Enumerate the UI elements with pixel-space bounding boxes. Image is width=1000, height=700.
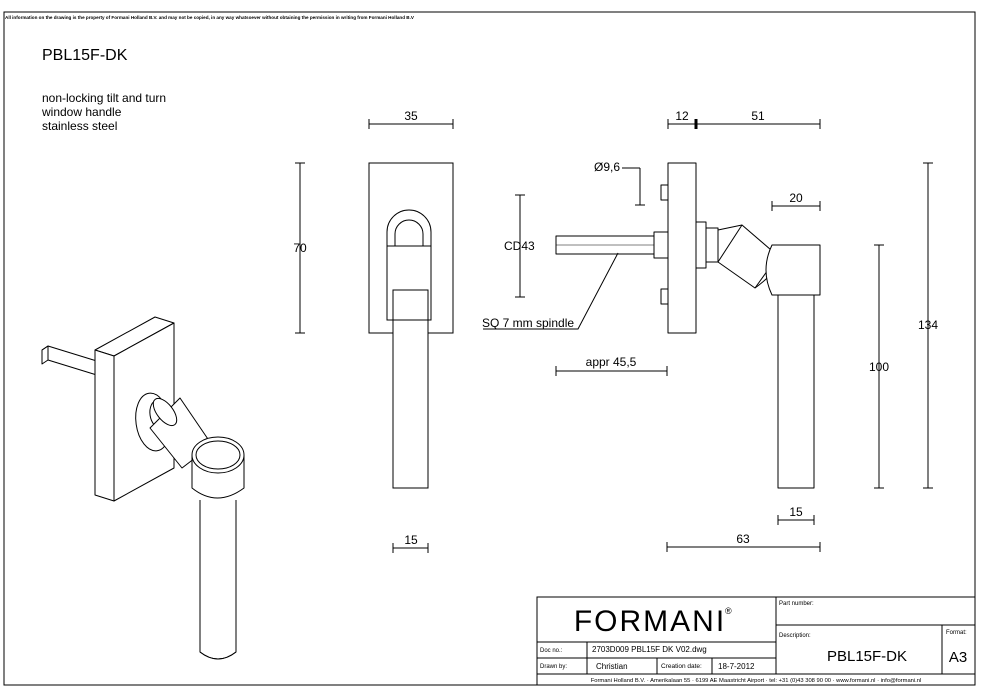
dim-front-lever-width: 15 (404, 533, 418, 547)
company-footer: Formani Holland B.V. · Amerikalaan 55 · … (591, 678, 922, 684)
drawn-by-label: Drawn by: (540, 664, 567, 670)
copyright-notice: All information on the drawing is the pr… (5, 15, 414, 20)
product-description: non-locking tilt and turn window handle … (42, 91, 166, 133)
dim-fixing-centers: CD43 (504, 239, 535, 253)
format-label: Format: (946, 630, 967, 636)
side-view-dimensions (483, 119, 933, 552)
isometric-view (41, 316, 245, 660)
dim-lever-length: 100 (869, 360, 889, 374)
drawing-border (3, 11, 976, 686)
description-value: PBL15F-DK (827, 648, 907, 665)
creation-date-label: Creation date: (661, 663, 702, 670)
label-spindle: SQ 7 mm spindle (482, 316, 574, 330)
logo-registered-mark: ® (725, 606, 732, 616)
format-value: A3 (949, 649, 967, 666)
dim-overall-height: 134 (918, 318, 938, 332)
part-number-label: Part number: (779, 601, 814, 607)
dim-hole-diameter: Ø9,6 (594, 160, 620, 174)
title-block (536, 596, 976, 686)
dim-front-width: 35 (404, 109, 418, 123)
doc-no-label: Doc no.: (540, 648, 563, 654)
product-code: PBL15F-DK (42, 47, 128, 64)
dim-side-projection: 51 (751, 109, 765, 123)
description-label: Description: (779, 633, 811, 639)
creation-date-value: 18-7-2012 (718, 662, 755, 671)
dim-front-height: 70 (293, 241, 307, 255)
doc-no-value: 2703D009 PBL15F DK V02.dwg (592, 645, 707, 654)
dim-neck-width: 20 (789, 191, 803, 205)
company-logo: FORMANI (574, 605, 726, 638)
dim-spindle-length: appr 45,5 (586, 355, 637, 369)
drawn-by-value: Christian (596, 662, 628, 671)
dim-side-plate: 12 (675, 109, 689, 123)
front-view-dimensions (295, 119, 454, 553)
dim-lever-width: 15 (789, 505, 803, 519)
dim-overall-projection: 63 (736, 532, 750, 546)
description-line-3: stainless steel (42, 119, 118, 133)
front-view (368, 162, 454, 489)
side-view (555, 162, 821, 489)
description-line-1: non-locking tilt and turn (42, 91, 167, 105)
description-line-2: window handle (42, 105, 122, 119)
